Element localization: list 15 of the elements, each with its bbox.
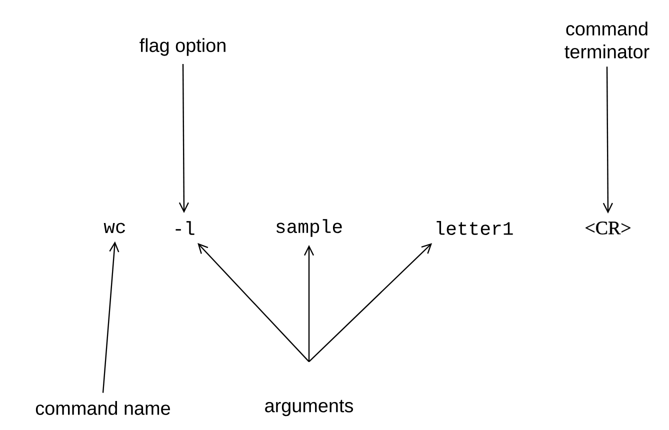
arrow (178, 64, 189, 213)
command-word: <CR> (586, 222, 630, 234)
command-word: wc (104, 222, 125, 234)
command-word: -l (176, 221, 194, 235)
arrow (308, 243, 432, 362)
arrow (102, 241, 120, 393)
annotation-label: flag option (140, 38, 226, 56)
annotation-label: command terminator (564, 22, 650, 58)
command-word: letter1 (436, 221, 513, 235)
annotation-label: arguments (265, 400, 354, 416)
annotation-label: command name (36, 401, 170, 415)
arrow (602, 66, 613, 214)
arrow (304, 245, 314, 362)
arrow (198, 243, 310, 362)
command-word: sample (276, 219, 342, 237)
